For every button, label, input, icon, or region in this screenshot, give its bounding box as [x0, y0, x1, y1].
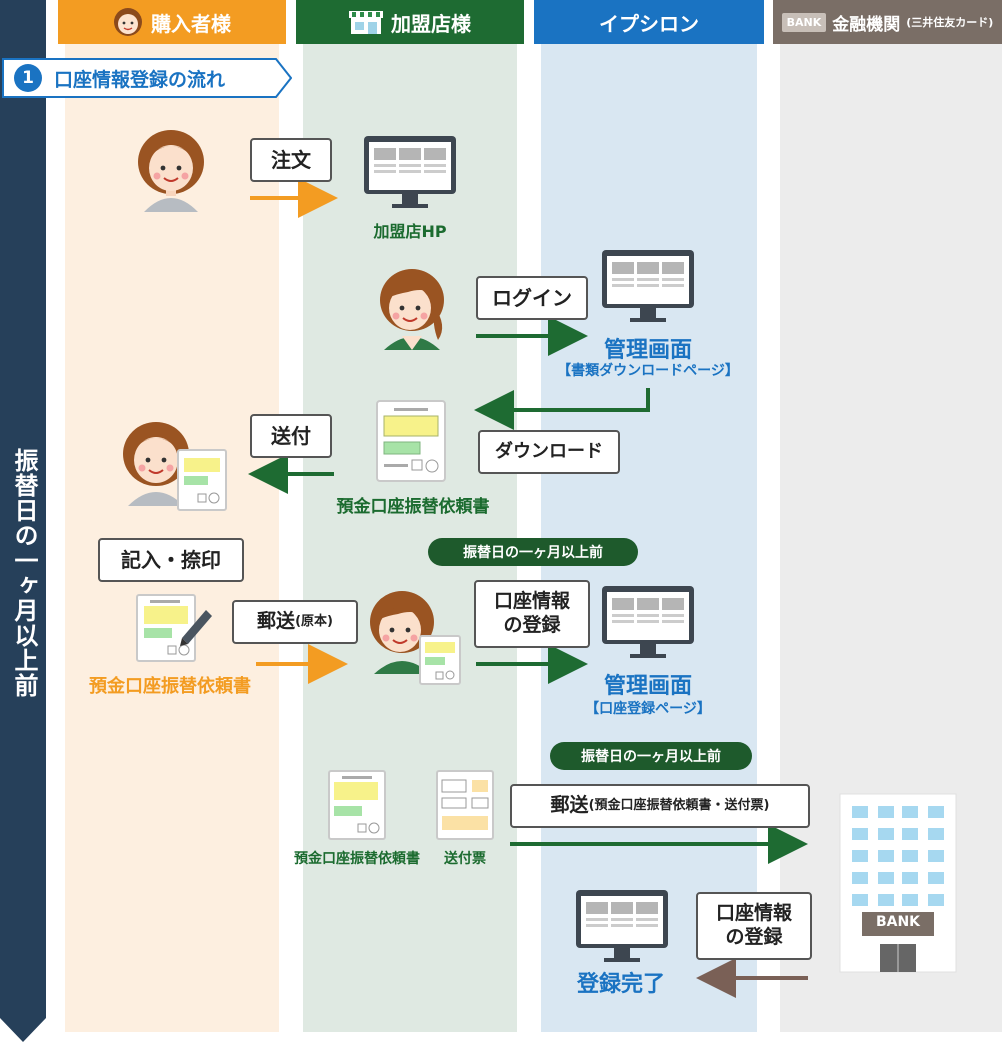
- bank-sign-label: BANK: [862, 914, 934, 930]
- register-1-line1: 口座情報: [494, 590, 570, 614]
- buyer-with-form-icon: [118, 420, 228, 512]
- form-caption-orange: 預金口座振替依頼書: [70, 672, 270, 698]
- buyer-avatar-icon: [134, 128, 208, 212]
- mail-bank-text: 郵送: [551, 794, 589, 818]
- admin-title-2: 管理画面: [578, 668, 718, 700]
- admin-monitor-2-icon: [600, 584, 696, 664]
- bank-building-icon: [838, 792, 958, 974]
- register-label-2: 口座情報 の登録: [696, 892, 812, 960]
- register-1-line2: の登録: [503, 614, 560, 638]
- login-label: ログイン: [476, 276, 588, 320]
- mail-bank-sub: (預金口座振替依頼書・送付票): [589, 798, 770, 814]
- done-caption: 登録完了: [556, 966, 686, 998]
- admin-sub-1: 【書類ダウンロードページ】: [540, 360, 756, 380]
- form-caption-green: 預金口座振替依頼書: [318, 492, 508, 517]
- merchant-hp-caption: 加盟店HP: [340, 218, 480, 242]
- form-small-icon: [328, 770, 386, 840]
- timing-pill-1: 振替日の一ヶ月以上前: [428, 538, 638, 566]
- monitor-icon: [362, 134, 458, 214]
- slip-caption: 送付票: [430, 848, 500, 868]
- register-2-line2: の登録: [725, 926, 782, 950]
- form-small-caption: 預金口座振替依頼書: [282, 848, 432, 868]
- form-with-pen-icon: [136, 594, 214, 662]
- register-2-line1: 口座情報: [716, 902, 792, 926]
- mail-original-sub: (原本): [295, 614, 333, 630]
- download-label: ダウンロード: [478, 430, 620, 474]
- merchant-avatar-icon: [376, 266, 452, 350]
- order-label: 注文: [250, 138, 332, 182]
- mail-original-label: 郵送 (原本): [232, 600, 358, 644]
- mail-original-text: 郵送: [257, 610, 295, 634]
- mail-bank-label: 郵送 (預金口座振替依頼書・送付票): [510, 784, 810, 828]
- transmittal-slip-icon: [436, 770, 494, 840]
- send-label: 送付: [250, 414, 332, 458]
- admin-sub-2: 【口座登録ページ】: [560, 698, 736, 718]
- fill-seal-label: 記入・捺印: [98, 538, 244, 582]
- timing-pill-2: 振替日の一ヶ月以上前: [550, 742, 752, 770]
- form-document-icon: [376, 400, 446, 482]
- admin-monitor-icon: [600, 248, 696, 328]
- merchant-with-form-icon: [366, 588, 466, 686]
- arrow-download: [482, 388, 648, 410]
- done-monitor-icon: [574, 888, 670, 968]
- register-label-1: 口座情報 の登録: [474, 580, 590, 648]
